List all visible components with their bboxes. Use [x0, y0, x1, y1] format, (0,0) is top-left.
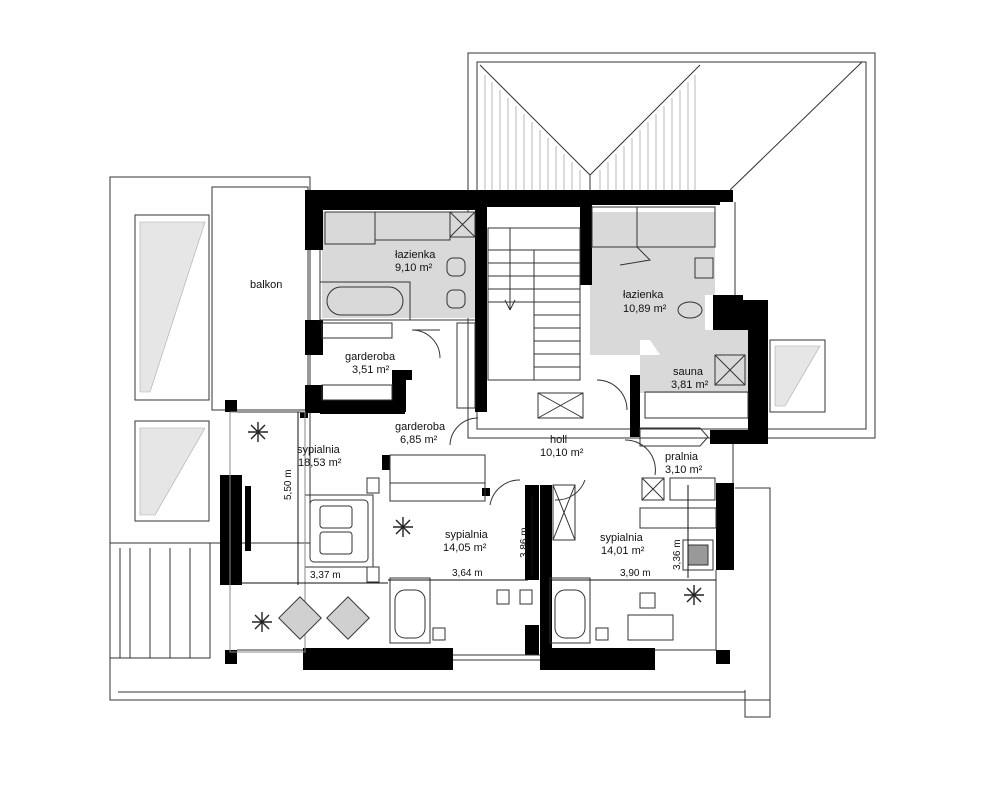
room-area-sypialnia-3: 14,01 m²	[601, 545, 645, 557]
room-name-sypialnia-3: sypialnia	[600, 532, 644, 544]
room-name-sypialnia-1: sypialnia	[297, 444, 341, 456]
interior-lines	[229, 202, 749, 661]
room-area-garderoba-2: 6,85 m²	[400, 434, 438, 446]
dimension-label-bedroom-3-height: 3,36 m	[672, 539, 683, 570]
dimension-lines	[237, 412, 716, 585]
room-name-sauna: sauna	[673, 366, 704, 378]
dimension-label-bedroom-3-width: 3,90 m	[620, 568, 651, 579]
room-name-pralnia: pralnia	[665, 451, 699, 463]
dimension-label-bedroom-2-width: 3,64 m	[452, 568, 483, 579]
dimension-label-bedroom-2-height: 3,86 m	[519, 527, 530, 558]
dimension-label-vertical-left: 5,50 m	[283, 469, 294, 500]
balcony-area	[211, 186, 309, 411]
room-area-sypialnia-2: 14,05 m²	[443, 542, 487, 554]
outer-outlines	[109, 52, 876, 718]
room-area-pralnia: 3,10 m²	[665, 464, 703, 476]
room-area-garderoba-1: 3,51 m²	[352, 364, 390, 376]
room-name-holl: holl	[550, 434, 567, 446]
room-name-garderoba-2: garderoba	[395, 421, 446, 433]
room-name-lazienka-1: łazienka	[395, 249, 436, 261]
room-area-sauna: 3,81 m²	[671, 379, 709, 391]
room-name-garderoba-1: garderoba	[345, 351, 396, 363]
room-name-lazienka-2: łazienka	[623, 289, 664, 301]
room-name-balkon: balkon	[250, 279, 282, 291]
skylights	[134, 214, 826, 522]
room-labels: balkon łazienka 9,10 m² łazienka 10,89 m…	[250, 249, 709, 557]
walls	[220, 190, 768, 670]
room-area-lazienka-2: 10,89 m²	[623, 303, 667, 315]
room-area-sypialnia-1: 18,53 m²	[298, 457, 342, 469]
dimension-label-bedroom-1-width: 3,37 m	[310, 570, 341, 581]
furniture-fills	[245, 486, 709, 640]
room-area-holl: 10,10 m²	[540, 447, 584, 459]
room-area-lazienka-1: 9,10 m²	[395, 262, 433, 274]
plant-icons	[248, 422, 704, 632]
dimension-labels: 5,50 m 3,37 m 3,64 m 3,86 m 3,90 m 3,36 …	[283, 469, 683, 581]
room-name-sypialnia-2: sypialnia	[445, 529, 489, 541]
